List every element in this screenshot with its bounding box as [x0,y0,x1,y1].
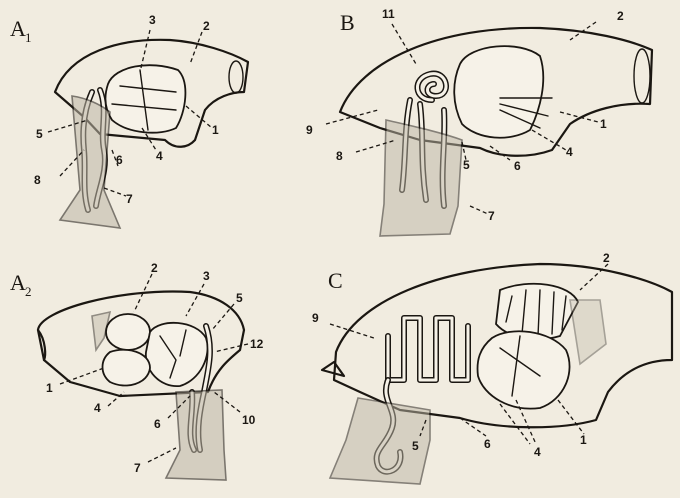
a2-organ-4 [103,350,151,386]
panel-a1-subscript: 1 [25,30,32,45]
c-label-4: 4 [534,445,541,459]
c-shade-right [570,300,606,364]
b-stalk [380,120,462,236]
b-label-11: 11 [382,7,395,21]
panel-a2-letter: A [10,270,26,295]
panel-c-letter: C [328,268,343,293]
panel-b-letter: B [340,10,355,35]
a1-label-7: 7 [126,192,133,206]
c-organ-lower [478,331,570,408]
a1-label-2: 2 [203,19,210,33]
b-cut-end [634,49,650,103]
b-label-9: 9 [306,123,313,137]
b-label-1: 1 [600,117,607,131]
a1-label-4: 4 [156,149,163,163]
a2-label-4: 4 [94,401,101,415]
c-label-2: 2 [603,251,610,265]
a1-label-1: 1 [212,123,219,137]
c-label-5: 5 [412,439,419,453]
c-label-9: 9 [312,311,319,325]
c-gut-convolutions [388,318,468,380]
a2-organ-mass [146,323,208,386]
panel-a1: A 1 1 2 3 4 5 6 7 8 [10,13,248,228]
a2-stalk [166,390,226,480]
a2-label-2: 2 [151,261,158,275]
b-label-5: 5 [463,158,470,172]
panel-a1-letter: A [10,16,26,41]
a2-label-12: 12 [250,337,264,351]
a2-label-5: 5 [236,291,243,305]
a2-organ-2 [106,314,150,350]
a2-label-6: 6 [154,417,161,431]
b-label-6: 6 [514,159,521,173]
panel-b: B 1 2 4 5 6 7 8 9 11 [306,7,652,236]
a1-label-3: 3 [149,13,156,27]
b-label-2: 2 [617,9,624,23]
c-tip [322,362,344,376]
a2-label-7: 7 [134,461,141,475]
a1-organ-mass [105,65,185,132]
a1-label-6: 6 [116,153,123,167]
b-label-4: 4 [566,145,573,159]
a2-label-1: 1 [46,381,53,395]
panel-c: C 1 2 4 5 6 9 [312,251,672,484]
c-label-6: 6 [484,437,491,451]
a1-cut-end [229,61,243,93]
panel-a2-subscript: 2 [25,284,32,299]
a2-label-10: 10 [242,413,256,427]
a2-label-3: 3 [203,269,210,283]
a1-label-8: 8 [34,173,41,187]
a1-label-5: 5 [36,127,43,141]
b-label-7: 7 [488,209,495,223]
panel-a2: A 2 1 2 3 4 5 6 7 10 12 [10,261,264,480]
c-label-1: 1 [580,433,587,447]
b-label-8: 8 [336,149,343,163]
